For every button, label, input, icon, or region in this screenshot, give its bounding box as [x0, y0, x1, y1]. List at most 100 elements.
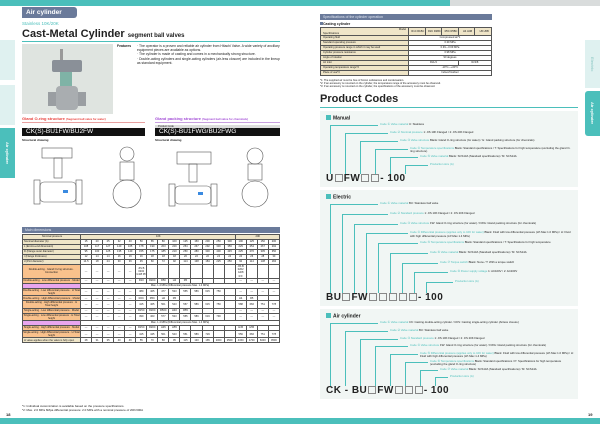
code-value: Blank: Standard specifications / T: Spec…: [464, 240, 551, 245]
code-description: Code ② Standard pressure 1: JIS 10K Flan…: [390, 211, 574, 215]
cell: [223, 287, 236, 297]
leader-line: [390, 354, 391, 386]
footnote: *1: Individual customization is availabl…: [22, 404, 125, 408]
code-slot: [342, 292, 351, 301]
drawing-label: Structural drawing: [22, 138, 49, 142]
code-value: FW: Gland O-ring structure (for water) /…: [429, 220, 537, 225]
code-description: Code ④ Differential pressure (applies on…: [410, 231, 574, 237]
side-tab-air-cylinder[interactable]: Air cylinder: [585, 91, 600, 136]
cell: 31: [91, 337, 104, 344]
cell: 729: [201, 330, 214, 339]
leader-line: [330, 323, 331, 386]
cell: 501: [157, 300, 170, 309]
side-tab-air-cylinder[interactable]: Air cylinder: [0, 128, 15, 178]
cell: —: [245, 287, 258, 297]
code-key: Code ③ Valve structure: [400, 138, 430, 142]
code-description: Code ③ Valve structure FW: Gland O-ring …: [400, 220, 574, 225]
features-label: Features: [117, 44, 132, 48]
cell: —: [91, 287, 104, 297]
packing-section: Gland packing structure (Segment ball va…: [155, 116, 280, 217]
feature-item: · The operator is a proven and reliable …: [137, 44, 280, 53]
cell: 586: [190, 287, 203, 297]
leader-line: [405, 361, 406, 386]
leader-line: [330, 204, 378, 205]
cell: 551: [179, 330, 192, 339]
oring-code: CK(S)-BU1FW/BU2FW: [22, 128, 145, 136]
code-mid: FW: [343, 173, 361, 184]
model-cell: R5C R5BC: [441, 27, 459, 36]
cell: 9500: [267, 337, 281, 344]
top-bar: [300, 0, 450, 6]
product-codes-title: Product Codes: [320, 93, 399, 105]
cell: —: [79, 264, 93, 279]
leader-line: [420, 369, 421, 386]
leader-line: [330, 323, 378, 324]
cell: —: [256, 312, 269, 322]
box-title-text: Air cylinder: [333, 313, 361, 320]
code-key: Code ⑤ Valve material: [420, 154, 449, 158]
code-key: Code ⑦ Valve material: [440, 366, 469, 371]
cell: [223, 312, 236, 322]
code-prefix: CK - BU: [326, 385, 368, 396]
cell: 28: [79, 337, 93, 344]
leader-line: [378, 243, 379, 293]
cell: —: [234, 312, 247, 322]
side-tab-inactive[interactable]: [0, 85, 15, 125]
code-slot: [404, 385, 413, 394]
leader-line: [345, 330, 346, 386]
cell: —: [113, 287, 126, 297]
code-description: Code ⑦ Valve material Blank: SCS13A (Sta…: [440, 366, 574, 371]
leader-line: [405, 165, 428, 166]
cell: 389: [135, 287, 148, 297]
cell: —: [91, 300, 104, 309]
cell: 4700: [245, 337, 258, 344]
code-description: Code ① Valve material U: Stainless: [380, 122, 574, 126]
cell: 533: [168, 287, 181, 297]
leader-line: [426, 282, 453, 283]
cell: [168, 264, 181, 279]
code-value: Blank: SCS13A (Standard specifications) …: [459, 249, 527, 254]
table-row: H value applies when the valve is fully …: [22, 337, 281, 344]
oring-section: Gland O-ring structure (Segment ball val…: [22, 116, 145, 217]
code-value: BU: Stainless ball valve: [419, 327, 449, 332]
cell: 588: [234, 300, 247, 309]
code-slot: [361, 173, 370, 182]
code-slot: [371, 173, 380, 182]
model-cell: H4 H4B: [457, 27, 476, 36]
code-description: Code ④ Valve structure FW: Gland O-ring …: [410, 344, 574, 347]
note: *1: The supplied air must be free of fro…: [320, 79, 405, 82]
features: Features · The operator is a proven and …: [117, 44, 282, 65]
code-key: Code ⑧ Power supply voltage: [450, 269, 488, 274]
cell: 751: [256, 300, 269, 309]
cell: 586: [190, 312, 203, 322]
code-value: BU: Stainless ball valve: [409, 201, 439, 205]
cell: 405: [146, 287, 159, 297]
model-cell: R1C R1BC: [408, 27, 426, 36]
code-slot: [399, 292, 407, 301]
code-description: Code ⑧ Power supply voltage 1: AC100V / …: [450, 270, 574, 273]
cell: 55: [135, 337, 148, 344]
code-key: Code ⑦ Torque switch: [440, 259, 468, 264]
leader-line: [414, 272, 415, 293]
leader-line: [345, 133, 388, 134]
cell: 615: [201, 287, 214, 297]
cell: —: [79, 300, 93, 309]
leader-line: [390, 354, 418, 355]
cell: —: [91, 330, 104, 339]
footnote: *2: Max. 2.0 MPa 6Mpa differential press…: [22, 408, 144, 412]
side-tab-inactive[interactable]: [0, 40, 15, 80]
side-tab-electric[interactable]: Electric: [585, 40, 600, 88]
cell: —: [79, 312, 93, 322]
leader-line: [360, 141, 398, 142]
top-bar: [450, 0, 600, 6]
code-slot: [389, 292, 397, 301]
square-bullet-icon: [326, 194, 331, 199]
code-description: Production size (A): [430, 162, 574, 166]
code-suffix: - 100: [418, 292, 444, 303]
